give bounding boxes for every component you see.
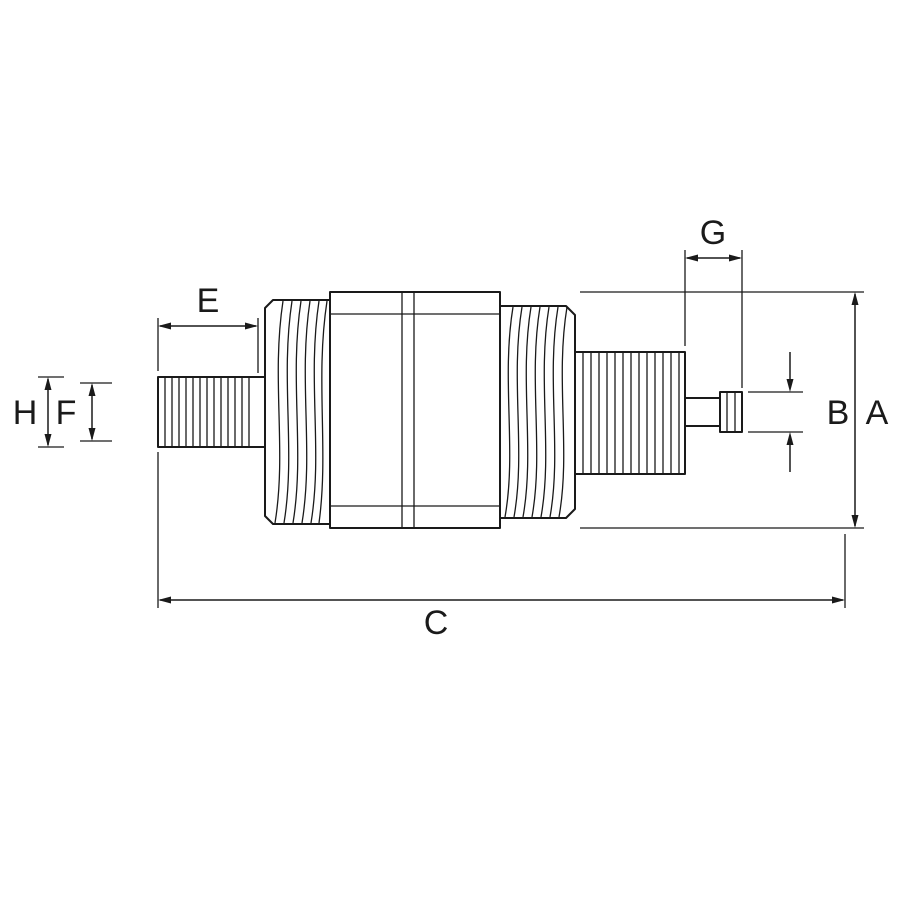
arrow-right-icon	[729, 254, 742, 262]
dim-label-h: H	[13, 394, 38, 432]
dim-label-c: C	[424, 604, 449, 642]
dim-label-f: F	[56, 394, 77, 432]
arrow-up-icon	[786, 432, 794, 445]
dim-label-g: G	[700, 214, 726, 252]
arrow-right-icon	[832, 596, 845, 604]
shaft-end-collar-lines	[726, 392, 736, 432]
arrow-up-icon	[44, 377, 52, 390]
dimension-f	[80, 382, 112, 442]
drive-splined-section	[574, 351, 686, 475]
dimension-e	[157, 318, 259, 373]
arrow-up-icon	[88, 383, 96, 396]
arrow-right-icon	[245, 322, 258, 330]
dim-label-b: B	[827, 394, 850, 432]
dimension-g	[684, 250, 743, 388]
shaft-end	[684, 391, 743, 433]
left-splined-shaft	[157, 376, 266, 448]
arrow-up-icon	[851, 292, 859, 305]
winding-end	[500, 305, 576, 519]
dimension-a	[580, 291, 864, 529]
armature-core	[329, 291, 501, 529]
dimension-c	[157, 452, 846, 608]
dimension-h	[38, 376, 64, 448]
arrow-down-icon	[851, 515, 859, 528]
drive-spline-lines	[582, 352, 680, 474]
arrow-down-icon	[88, 428, 96, 441]
arrow-left-icon	[685, 254, 698, 262]
dim-label-a: A	[866, 394, 889, 432]
arrow-down-icon	[786, 379, 794, 392]
core-band-lines	[330, 292, 500, 528]
arrow-left-icon	[158, 322, 171, 330]
dimension-b	[748, 352, 803, 472]
commutator-bar-curves	[274, 300, 328, 524]
winding-curves	[504, 306, 568, 518]
drawing-root	[38, 250, 864, 608]
left-spline-lines	[164, 377, 250, 447]
dim-label-e: E	[197, 282, 220, 320]
arrow-left-icon	[158, 596, 171, 604]
commutator	[264, 299, 331, 525]
arrow-down-icon	[44, 434, 52, 447]
